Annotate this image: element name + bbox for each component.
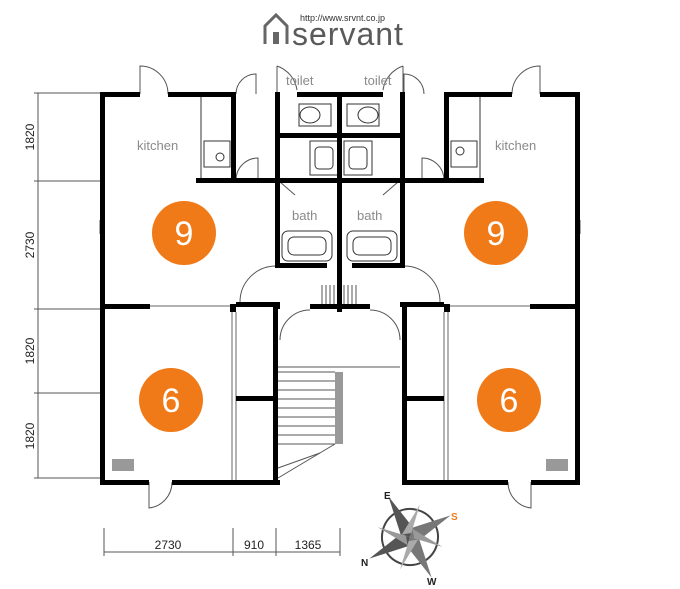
staircase [277, 285, 400, 479]
compass-east: E [384, 491, 391, 502]
compass-west: W [427, 577, 437, 588]
logo: http://www.srvnt.co.jp servant [263, 12, 404, 52]
room-label-kitchen-left: kitchen [137, 138, 178, 153]
room-label-bath-left: bath [292, 208, 317, 223]
brand-url: http://www.srvnt.co.jp [300, 13, 385, 23]
size-badge-upper-right: 9 [464, 201, 528, 265]
kitchen-sink-icon [450, 140, 478, 168]
dimension-horizontal: 2730 910 1365 [103, 528, 341, 556]
ac-unit-icon [546, 459, 568, 471]
dim-horizontal-1: 2730 [155, 538, 182, 552]
toilet-icon [357, 106, 379, 124]
toilet-icon [299, 106, 321, 124]
svg-text:9: 9 [175, 215, 194, 253]
svg-text:9: 9 [487, 215, 506, 253]
room-label-bath-right: bath [357, 208, 382, 223]
ac-unit-icon [112, 459, 134, 471]
svg-text:6: 6 [162, 382, 181, 420]
house-icon [263, 12, 289, 44]
brand-name: servant [292, 16, 404, 52]
walls [100, 92, 580, 485]
svg-text:6: 6 [500, 382, 519, 420]
size-badge-upper-left: 9 [152, 201, 216, 265]
dimension-vertical: 1820 2730 1820 1820 [23, 92, 100, 479]
dim-horizontal-3: 1365 [295, 538, 322, 552]
room-label-toilet-right: toilet [364, 73, 392, 88]
dim-horizontal-2: 910 [244, 538, 264, 552]
dim-vertical-2: 2730 [23, 231, 37, 258]
room-label-toilet-left: toilet [286, 73, 314, 88]
room-label-kitchen-right: kitchen [495, 138, 536, 153]
compass-north: N [361, 558, 368, 569]
size-badge-lower-left: 6 [139, 368, 203, 432]
size-badge-lower-right: 6 [477, 368, 541, 432]
kitchen-sink-icon [203, 140, 231, 168]
dim-vertical-3: 1820 [23, 337, 37, 364]
dim-vertical-4: 1820 [23, 422, 37, 449]
fixtures [112, 95, 568, 480]
compass-rose-icon [369, 496, 451, 578]
compass-south: S [451, 512, 458, 523]
dim-vertical-1: 1820 [23, 123, 37, 150]
